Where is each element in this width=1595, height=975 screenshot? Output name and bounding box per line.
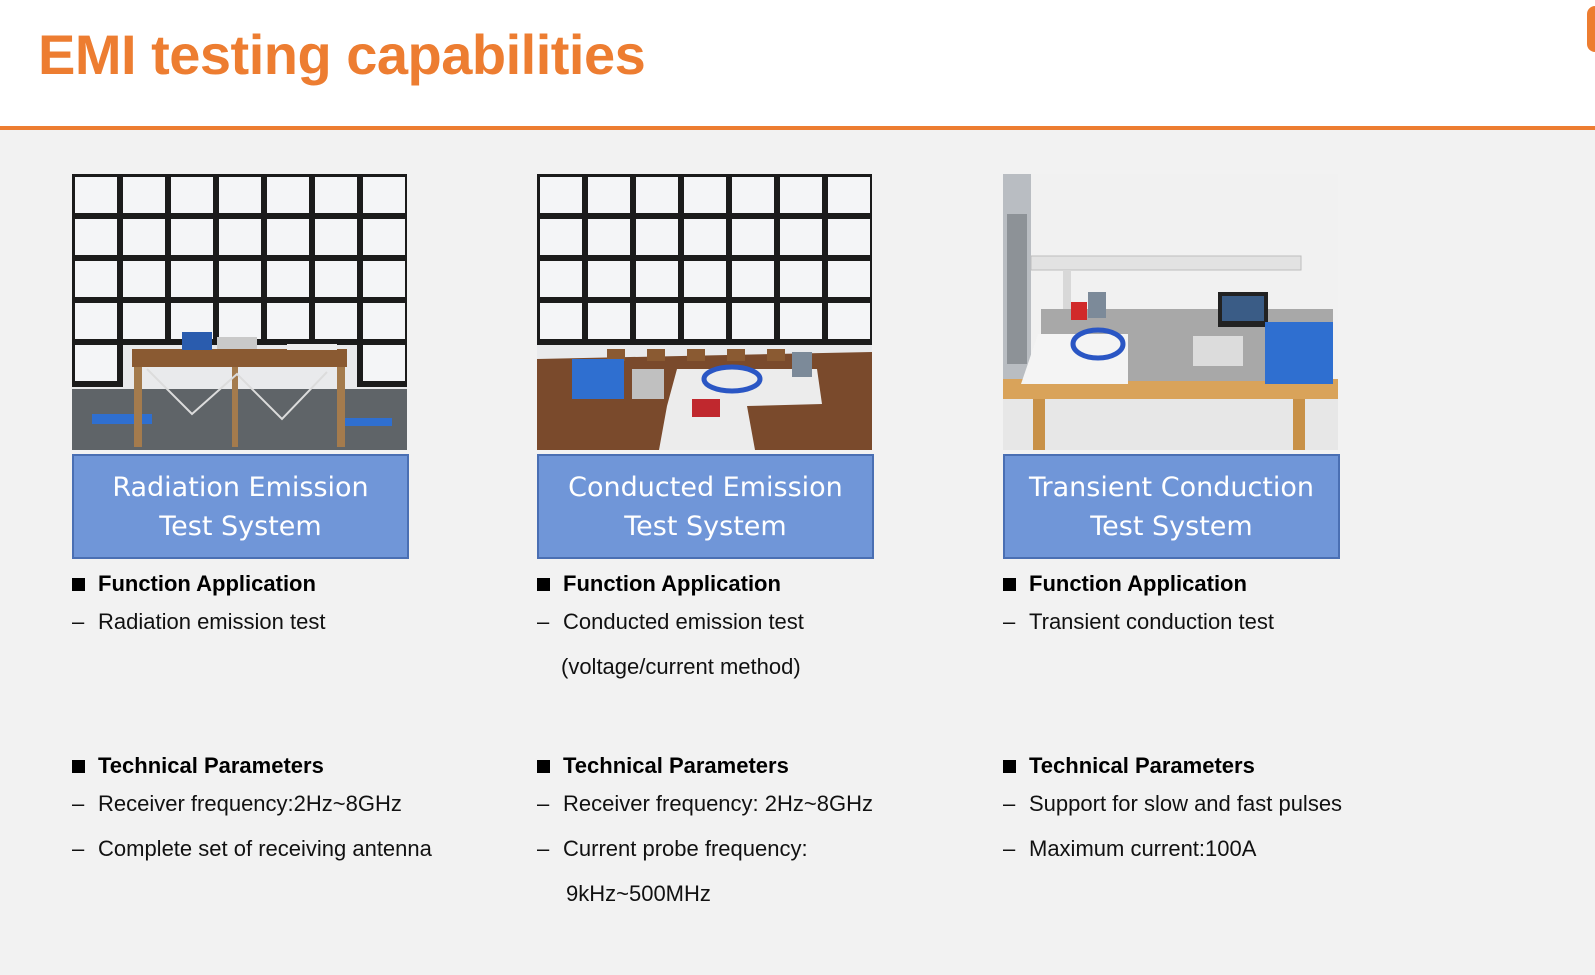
square-bullet-icon <box>72 577 85 591</box>
banner-line1: Radiation Emission <box>112 471 369 503</box>
list-item: – Radiation emission test <box>72 608 326 634</box>
function-heading: Function Application <box>72 569 542 599</box>
square-bullet-icon <box>72 759 85 773</box>
photo-transient-conduction <box>1003 174 1338 450</box>
tech-heading: Technical Parameters <box>72 751 542 781</box>
list-item: – Current probe frequency: <box>537 835 808 861</box>
banner-line1: Conducted Emission <box>568 471 843 503</box>
dash-bullet-icon: – <box>1003 790 1016 816</box>
dash-bullet-icon: – <box>537 790 550 816</box>
tech-heading: Technical Parameters <box>1003 751 1473 781</box>
column-transient-conduction: Transient Conduction Test System Functio… <box>1003 174 1473 861</box>
list-item: – Receiver frequency:2Hz~8GHz <box>72 790 402 816</box>
tech-section: Technical Parameters – Receiver frequenc… <box>537 751 1007 916</box>
dash-bullet-icon: – <box>72 790 85 816</box>
column-radiation-emission: Radiation Emission Test System Function … <box>72 174 542 861</box>
slide-title: EMI testing capabilities <box>38 23 646 86</box>
dash-bullet-icon: – <box>72 608 85 634</box>
banner-line1: Transient Conduction <box>1028 471 1315 503</box>
list-item-continuation: 9kHz~500MHz <box>566 880 711 906</box>
dash-bullet-icon: – <box>537 608 550 634</box>
function-heading: Function Application <box>1003 569 1473 599</box>
function-section: Function Application – Conducted emissio… <box>537 569 1007 689</box>
list-item: – Receiver frequency: 2Hz~8GHz <box>537 790 873 816</box>
list-item: – Complete set of receiving antenna <box>72 835 432 861</box>
banner-radiation-emission: Radiation Emission Test System <box>72 454 409 559</box>
column-conducted-emission: Conducted Emission Test System Function … <box>537 174 1007 906</box>
tech-heading: Technical Parameters <box>537 751 1007 781</box>
tech-section: Technical Parameters – Support for slow … <box>1003 751 1473 871</box>
list-item: – Maximum current:100A <box>1003 835 1257 861</box>
dash-bullet-icon: – <box>1003 835 1016 861</box>
square-bullet-icon <box>537 577 550 591</box>
square-bullet-icon <box>537 759 550 773</box>
photo-conducted-emission <box>537 174 872 450</box>
list-item: – Transient conduction test <box>1003 608 1274 634</box>
photo-radiation-emission <box>72 174 407 450</box>
slide-header: EMI testing capabilities <box>0 0 1595 126</box>
banner-line2: Test System <box>624 510 787 542</box>
banner-line2: Test System <box>1090 510 1253 542</box>
corner-tab <box>1587 6 1595 52</box>
list-item-continuation: (voltage/current method) <box>561 653 801 679</box>
header-divider <box>0 126 1595 130</box>
tech-section: Technical Parameters – Receiver frequenc… <box>72 751 542 871</box>
dash-bullet-icon: – <box>537 835 550 861</box>
function-section: Function Application – Transient conduct… <box>1003 569 1473 644</box>
dash-bullet-icon: – <box>72 835 85 861</box>
list-item: – Conducted emission test <box>537 608 804 634</box>
banner-transient-conduction: Transient Conduction Test System <box>1003 454 1340 559</box>
banner-line2: Test System <box>159 510 322 542</box>
banner-conducted-emission: Conducted Emission Test System <box>537 454 874 559</box>
function-section: Function Application – Radiation emissio… <box>72 569 542 644</box>
square-bullet-icon <box>1003 759 1016 773</box>
square-bullet-icon <box>1003 577 1016 591</box>
dash-bullet-icon: – <box>1003 608 1016 634</box>
list-item: – Support for slow and fast pulses <box>1003 790 1343 816</box>
function-heading: Function Application <box>537 569 1007 599</box>
